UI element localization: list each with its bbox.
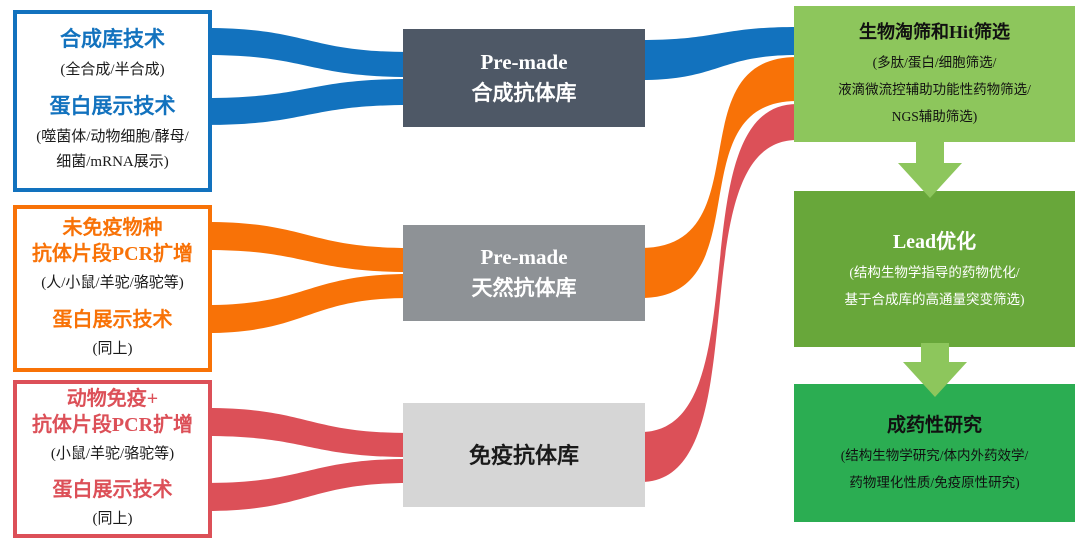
right-box-biopanning-hit-screening: 生物淘筛和Hit筛选 (多肽/蛋白/细胞筛选/ 液滴微流控辅助功能性药物筛选/ … [794,6,1075,142]
protein-display-tech-sub-1: (噬菌体/动物细胞/酵母/ 细菌/mRNA展示) [36,128,189,171]
synthetic-library-tech-sub: (全合成/半合成) [60,61,165,78]
protein-display-tech-sub-3: (同上) [92,511,133,527]
flow-immune-tech-upper [206,408,409,457]
flow-natural-lib-to-screening [641,57,797,298]
left-box-synthetic-library-tech: 合成库技术 (全合成/半合成) 蛋白展示技术 (噬菌体/动物细胞/酵母/ 细菌/… [13,10,212,192]
right-box-druggability-research: 成药性研究 (结构生物学研究/体内外药效学/ 药物理化性质/免疫原性研究) [794,384,1075,522]
animal-immunization-pcr-sub: (小鼠/羊驼/骆驼等) [50,445,175,462]
synthetic-library-tech-title: 合成库技术 [60,27,165,52]
mid-box-immune-library: 免疫抗体库 [403,403,645,507]
flow-synthetic-tech-lower [206,79,409,125]
flow-immune-tech-lower [206,459,409,511]
flow-synthetic-tech-upper [206,28,409,77]
flow-naive-tech-upper [206,222,409,272]
protein-display-tech-title-2: 蛋白展示技术 [52,308,173,331]
protein-display-tech-title-3: 蛋白展示技术 [52,479,173,501]
protein-display-tech-title-1: 蛋白展示技术 [49,94,176,119]
flow-synthetic-lib-to-screening [641,27,797,80]
biopanning-hit-screening-detail: (多肽/蛋白/细胞筛选/ 液滴微流控辅助功能性药物筛选/ NGS辅助筛选) [838,55,1031,124]
premade-synthetic-library-label: Pre-made 合成抗体库 [471,49,577,106]
premade-natural-library-label: Pre-made 天然抗体库 [471,244,577,301]
mid-box-premade-natural-library: Pre-made 天然抗体库 [403,225,645,321]
naive-species-pcr-sub: (人/小鼠/羊驼/骆驼等) [41,275,184,291]
right-box-lead-optimization: Lead优化 (结构生物学指导的药物优化/ 基于合成库的高通量突变筛选) [794,191,1075,347]
biopanning-hit-screening-title: 生物淘筛和Hit筛选 [859,22,1010,42]
lead-optimization-detail: (结构生物学指导的药物优化/ 基于合成库的高通量突变筛选) [844,265,1025,307]
druggability-research-title: 成药性研究 [886,415,982,436]
animal-immunization-pcr-title: 动物免疫+ 抗体片段PCR扩增 [31,387,194,436]
lead-optimization-title: Lead优化 [892,231,977,253]
protein-display-tech-sub-2: (同上) [92,340,133,357]
naive-species-pcr-title: 未免疫物种 抗体片段PCR扩增 [31,217,194,265]
flow-naive-tech-lower [206,274,409,333]
flow-immune-lib-to-screening [641,104,797,482]
mid-box-premade-synthetic-library: Pre-made 合成抗体库 [403,29,645,127]
immune-library-label: 免疫抗体库 [468,442,579,468]
left-box-animal-immunization-pcr: 动物免疫+ 抗体片段PCR扩增 (小鼠/羊驼/骆驼等) 蛋白展示技术 (同上) [13,380,212,538]
left-box-naive-species-pcr: 未免疫物种 抗体片段PCR扩增 (人/小鼠/羊驼/骆驼等) 蛋白展示技术 (同上… [13,205,212,372]
druggability-research-detail: (结构生物学研究/体内外药效学/ 药物理化性质/免疫原性研究) [840,448,1029,490]
